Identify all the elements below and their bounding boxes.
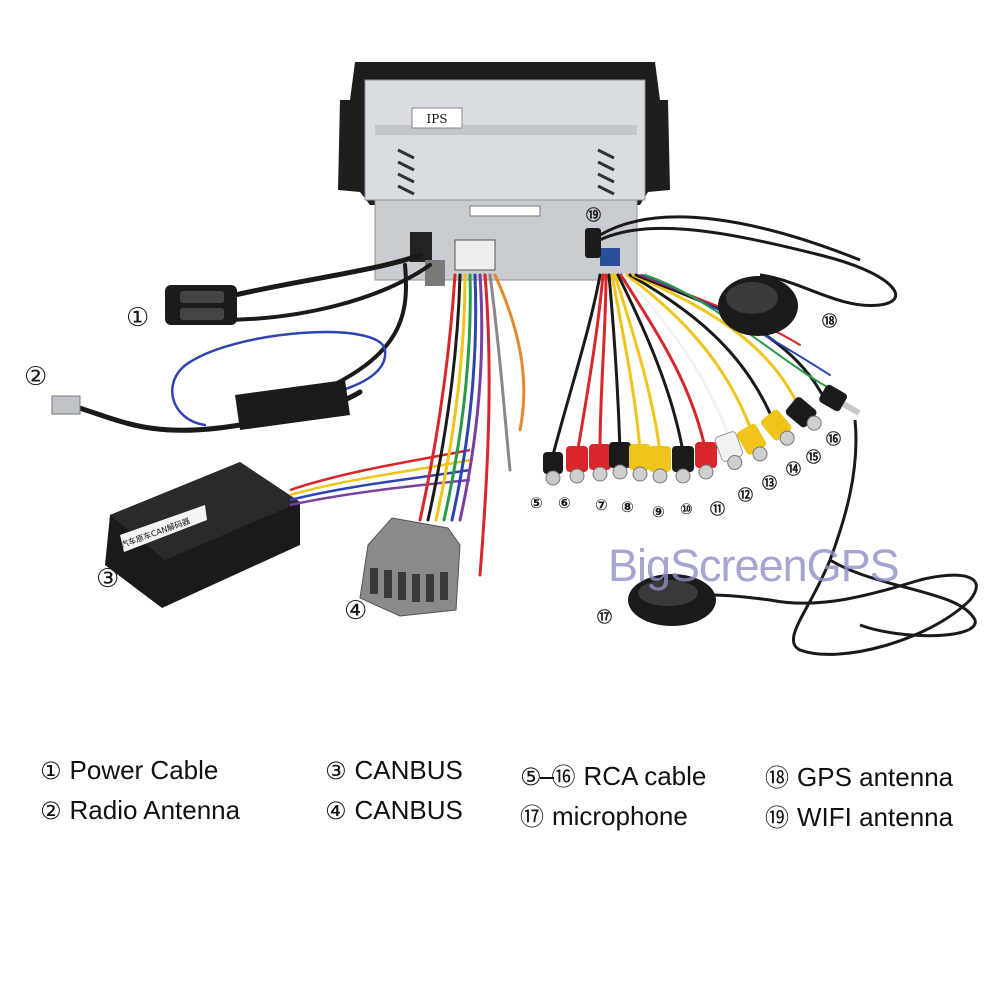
legend-symbol: ⑰ bbox=[520, 803, 544, 831]
ips-label: IPS bbox=[426, 112, 447, 126]
callout-12: ⑫ bbox=[738, 486, 754, 504]
microphone bbox=[628, 419, 978, 656]
callout-6: ⑥ bbox=[558, 494, 571, 512]
legend-symbol: ④ bbox=[325, 797, 347, 825]
callout-10: ⑩ bbox=[680, 500, 693, 518]
rca-plugs bbox=[543, 384, 861, 486]
legend-label: WIFI antenna bbox=[797, 802, 954, 832]
callout-17: ⑰ bbox=[597, 608, 613, 626]
callout-8: ⑧ bbox=[621, 498, 634, 516]
legend-label: GPS antenna bbox=[797, 762, 954, 792]
gps-antenna bbox=[589, 215, 898, 336]
radio-adapter bbox=[235, 380, 350, 430]
callout-19: ⑲ bbox=[586, 206, 602, 224]
legend-gps-antenna: ⑱ GPS antenna bbox=[765, 758, 953, 793]
rca-wires bbox=[551, 273, 846, 457]
legend-symbol: ⑱ bbox=[765, 764, 789, 792]
callout-1: ① bbox=[126, 303, 150, 333]
callout-14: ⑭ bbox=[786, 460, 802, 478]
legend-wifi-antenna: ⑲ WIFI antenna bbox=[765, 798, 953, 833]
callout-9: ⑨ bbox=[652, 503, 665, 521]
callout-2: ② bbox=[24, 362, 48, 392]
legend-microphone: ⑰ microphone bbox=[520, 797, 688, 832]
brand-watermark: BigScreenGPS bbox=[608, 540, 900, 591]
range-dash bbox=[539, 777, 554, 780]
ips-sticker bbox=[411, 107, 463, 129]
legend-symbol: ① bbox=[40, 757, 62, 785]
legend-symbol: ⑲ bbox=[765, 804, 789, 832]
legend-symbol-end: ⑯ bbox=[551, 763, 576, 791]
legend-label: RCA cable bbox=[583, 761, 707, 791]
product-photo: IPS 汽车原车CAN解码器 bbox=[51, 62, 978, 656]
legend-symbol-start: ⑤ bbox=[520, 763, 542, 791]
canbus-plug bbox=[359, 517, 461, 617]
canbus-wires bbox=[289, 448, 471, 507]
callout-11: ⑪ bbox=[710, 500, 726, 518]
wifi-antenna bbox=[585, 228, 601, 258]
callout-18: ⑱ bbox=[822, 312, 838, 330]
canbus-decoder-box: 汽车原车CAN解码器 bbox=[105, 462, 300, 608]
legend-label: CANBUS bbox=[354, 795, 463, 825]
callout-3: ③ bbox=[96, 564, 120, 594]
callout-7: ⑦ bbox=[595, 496, 608, 514]
callout-4: ④ bbox=[344, 596, 368, 626]
antenna-plug bbox=[51, 395, 81, 415]
wiring-harness bbox=[418, 273, 526, 577]
legend-label: Radio Antenna bbox=[69, 795, 241, 825]
legend-label: Power Cable bbox=[69, 755, 219, 785]
callout-13: ⑬ bbox=[762, 474, 778, 492]
legend-label: CANBUS bbox=[354, 755, 463, 785]
callout-5: ⑤ bbox=[530, 494, 543, 512]
legend-symbol: ③ bbox=[325, 757, 347, 785]
legend-label: microphone bbox=[552, 801, 688, 831]
callout-15: ⑮ bbox=[806, 448, 822, 466]
head-unit bbox=[338, 62, 670, 286]
legend-symbol: ② bbox=[40, 797, 62, 825]
callout-16: ⑯ bbox=[826, 430, 842, 448]
